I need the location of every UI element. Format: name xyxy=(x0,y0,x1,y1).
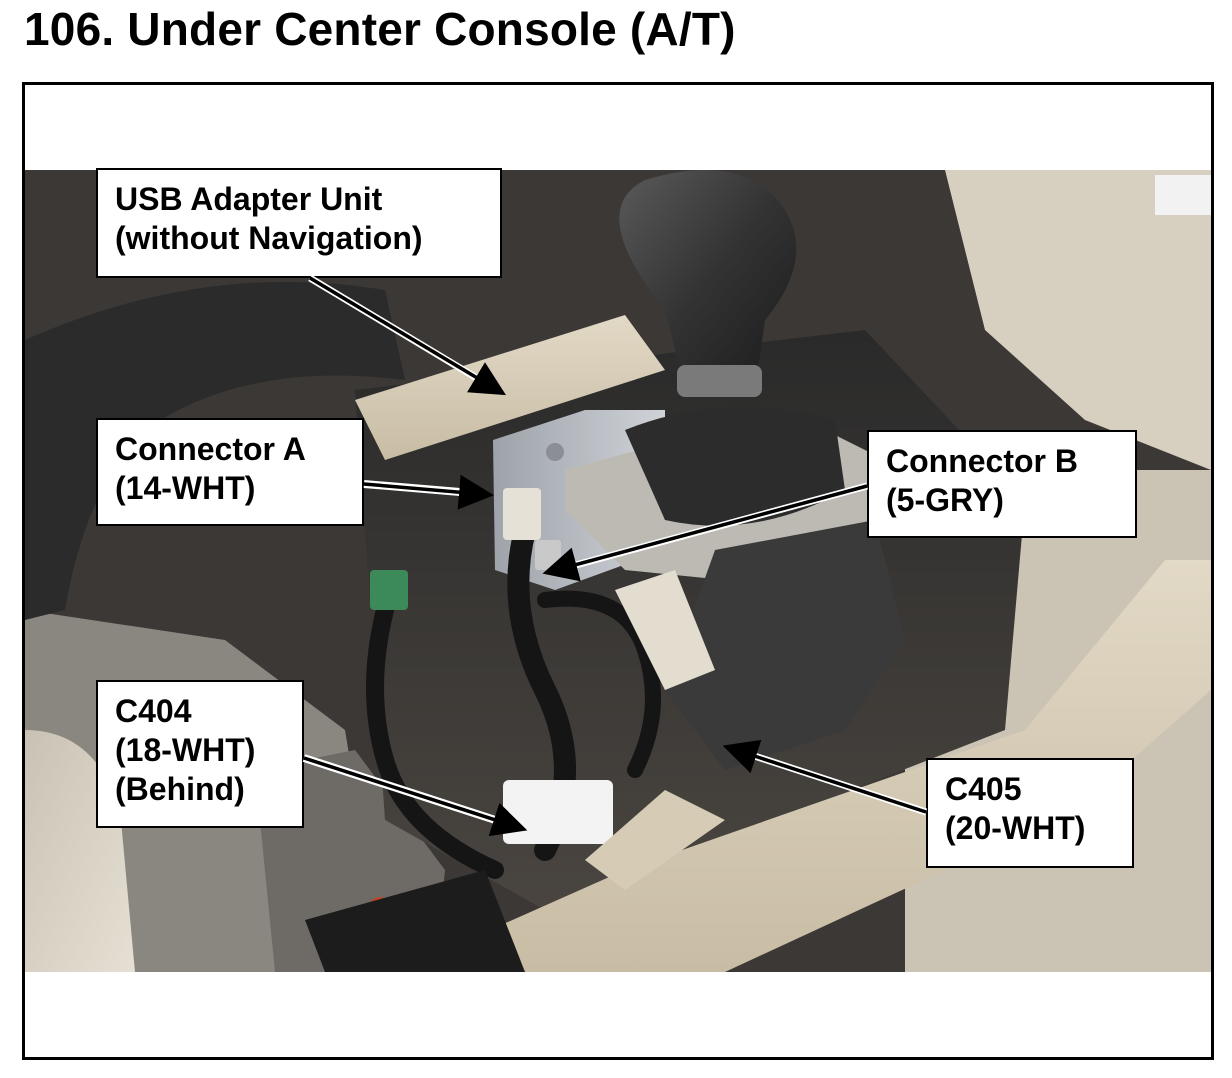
c404-connector-body xyxy=(503,780,613,844)
callout-c404-line3: (Behind) xyxy=(115,771,245,807)
callout-c405-line2: (20-WHT) xyxy=(945,810,1086,846)
callout-connector-a-line1: Connector A xyxy=(115,431,306,467)
console-trim-upper xyxy=(355,315,665,460)
callout-connector-b-line2: (5-GRY) xyxy=(886,482,1004,518)
callout-c404: C404 (18-WHT) (Behind) xyxy=(96,680,304,828)
callout-connector-b: Connector B (5-GRY) xyxy=(867,430,1137,538)
shift-collar xyxy=(677,365,762,397)
page-title: 106. Under Center Console (A/T) xyxy=(24,3,736,55)
connector-white xyxy=(615,570,715,690)
label-sticker xyxy=(1155,175,1211,215)
callout-c404-line2: (18-WHT) xyxy=(115,732,256,768)
callout-connector-a: Connector A (14-WHT) xyxy=(96,418,364,526)
dash-panel-right xyxy=(945,170,1211,470)
bracket-screw xyxy=(546,443,564,461)
console-floor-dark xyxy=(305,870,525,972)
callout-connector-a-line2: (14-WHT) xyxy=(115,470,256,506)
callout-c404-line1: C404 xyxy=(115,693,192,729)
callout-usb-adapter-unit: USB Adapter Unit (without Navigation) xyxy=(96,168,502,278)
connector-a-body xyxy=(503,488,541,540)
shifter-mechanism xyxy=(665,520,905,770)
callout-connector-b-line1: Connector B xyxy=(886,443,1078,479)
shift-knob xyxy=(619,170,797,390)
callout-usb-line2: (without Navigation) xyxy=(115,220,423,256)
callout-usb-line1: USB Adapter Unit xyxy=(115,181,383,217)
connector-b-body xyxy=(535,540,561,570)
green-connector xyxy=(370,570,408,610)
callout-c405: C405 (20-WHT) xyxy=(926,758,1134,868)
callout-c405-line1: C405 xyxy=(945,771,1022,807)
console-trim-edge xyxy=(585,790,725,890)
